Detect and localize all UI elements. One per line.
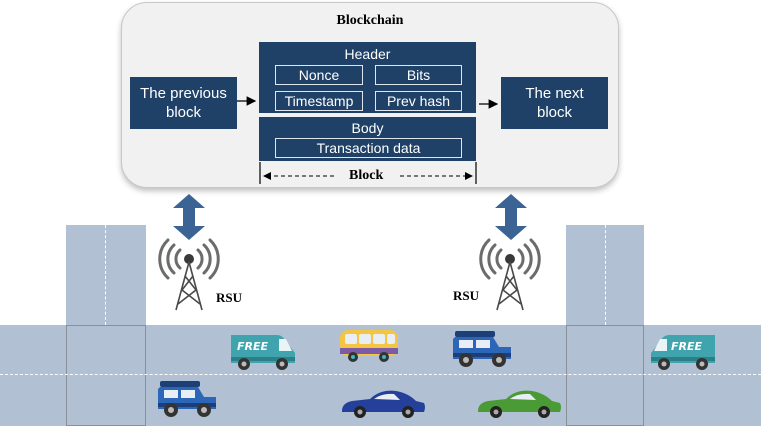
blockchain-title: Blockchain [336,13,404,28]
lane-divider [0,374,761,375]
bus-icon [340,330,398,362]
sports-car-icon [342,390,425,418]
transaction-data-field: Transaction data [275,138,462,158]
side-street-left [66,225,146,325]
svg-text:FREE: FREE [671,340,702,353]
rsu-label-right: RSU [453,288,480,303]
updown-arrow-left [173,194,205,240]
intersection-left [66,325,146,426]
intersection-right [566,325,644,426]
timestamp-field: Timestamp [275,91,363,111]
block-body: Body Transaction data [259,117,476,161]
van-icon: FREE [231,335,295,370]
updown-arrow-right [495,194,527,240]
next-block: The next block [501,77,608,129]
rsu-label-left: RSU [216,290,243,305]
van-icon: FREE [651,335,715,370]
previous-block: The previous block [130,77,237,129]
rsu-tower-icon [158,238,220,311]
prev-hash-field: Prev hash [375,91,462,111]
side-lane-left [105,225,106,325]
block-label: Block [343,168,390,184]
rsu-tower-icon [479,238,541,311]
bits-field: Bits [375,65,462,85]
jeep-icon [453,331,511,367]
header-label: Header [344,46,391,62]
svg-text:FREE: FREE [237,340,268,353]
jeep-icon [158,381,216,417]
sports-car-icon [478,390,561,418]
side-lane-right [605,225,606,325]
body-label: Body [351,120,384,136]
nonce-field: Nonce [275,65,363,85]
block-header: Header Nonce Bits Timestamp Prev hash [259,42,476,113]
